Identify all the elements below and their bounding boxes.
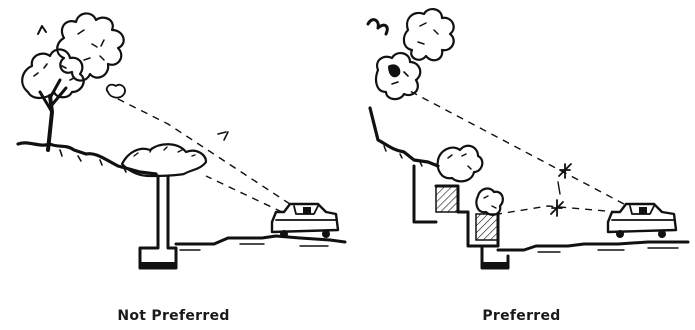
preferred-sketch bbox=[348, 0, 695, 295]
not-preferred-sketch bbox=[0, 0, 347, 295]
preferred-panel: Preferred bbox=[348, 0, 695, 330]
sight-line-lower bbox=[206, 176, 282, 212]
upper-slope bbox=[370, 108, 438, 166]
not-preferred-panel: Not Preferred bbox=[0, 0, 347, 330]
not-preferred-caption: Not Preferred bbox=[0, 308, 347, 324]
sparkle-marker bbox=[551, 164, 571, 216]
tree-sketch bbox=[22, 49, 83, 150]
preferred-caption: Preferred bbox=[348, 308, 695, 324]
road-ground bbox=[498, 242, 688, 250]
sight-line-upper bbox=[116, 98, 290, 204]
upper-slope bbox=[18, 143, 156, 174]
foliage-cloud bbox=[368, 9, 454, 99]
retaining-wall bbox=[140, 176, 176, 268]
car-icon bbox=[272, 204, 338, 238]
car-icon bbox=[608, 204, 676, 238]
road-ground bbox=[176, 236, 345, 244]
